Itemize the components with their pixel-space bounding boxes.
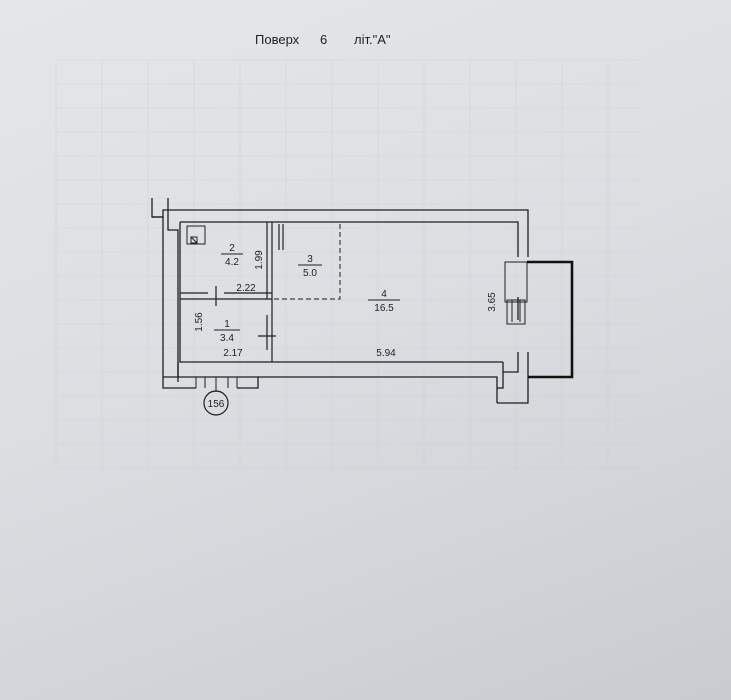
entrance-marker: 156 bbox=[203, 377, 229, 416]
bottom-openings bbox=[195, 377, 238, 388]
room-number: 3 bbox=[307, 254, 313, 265]
room-area: 3.4 bbox=[220, 333, 234, 344]
dim-5-94: 5.94 bbox=[376, 348, 396, 359]
vent-icon bbox=[186, 225, 206, 245]
outer-walls bbox=[151, 198, 529, 404]
room-area: 5.0 bbox=[303, 268, 317, 279]
room-area: 16.5 bbox=[374, 303, 394, 314]
marker-number: 156 bbox=[208, 399, 225, 410]
floor-label: Поверх bbox=[255, 32, 300, 47]
room-area: 4.2 bbox=[225, 257, 239, 268]
dim-1-56: 1.56 bbox=[194, 312, 205, 332]
room-4-label: 4 16.5 bbox=[368, 289, 400, 314]
dim-1-99: 1.99 bbox=[254, 250, 265, 270]
interior-walls bbox=[180, 222, 284, 362]
dim-2-17: 2.17 bbox=[223, 348, 243, 359]
room-1-label: 1 3.4 bbox=[214, 319, 240, 344]
balcony bbox=[527, 260, 574, 379]
room-number: 2 bbox=[229, 243, 235, 254]
room-3-label: 3 5.0 bbox=[298, 254, 322, 279]
dim-2-22: 2.22 bbox=[236, 283, 256, 294]
letter-label: літ."А" bbox=[354, 32, 391, 47]
window-right bbox=[504, 261, 528, 325]
room-3-boundary bbox=[274, 224, 341, 300]
floor-number: 6 bbox=[320, 32, 328, 47]
room-number: 1 bbox=[224, 319, 230, 330]
room-number: 4 bbox=[381, 289, 387, 300]
dim-3-65: 3.65 bbox=[487, 292, 498, 312]
room-2-label: 2 4.2 bbox=[221, 243, 243, 268]
